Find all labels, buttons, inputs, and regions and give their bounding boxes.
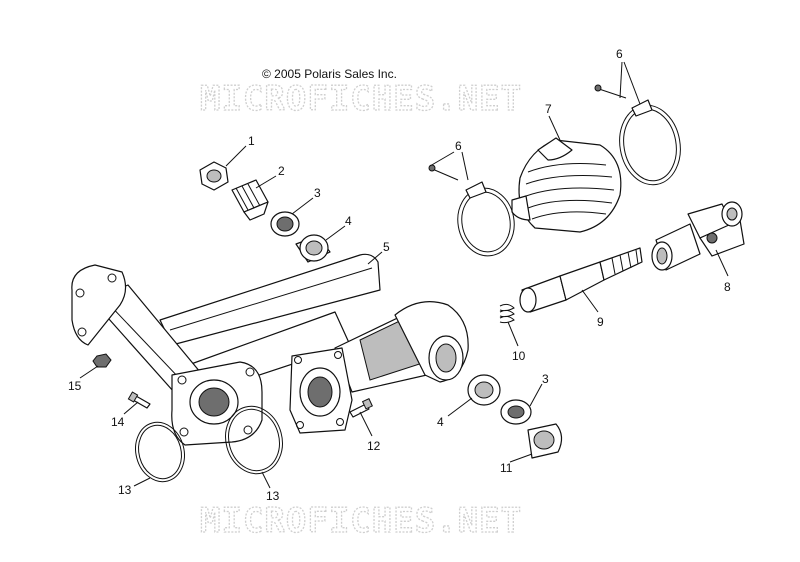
callout-14: 14 [111,415,125,429]
swing-arm-housing [71,253,469,446]
callout-15: 15 [68,379,82,393]
nut-15 [92,353,112,368]
callout-labels: 1 2 3 4 5 6 6 7 8 9 10 11 12 13 13 14 15… [68,47,731,503]
callout-5: 5 [383,240,390,254]
watermark-top: MICROFICHES.NET [200,79,522,119]
bolt-14 [127,391,151,409]
clamp-6-right [594,84,681,186]
bolt-12 [349,398,373,418]
drive-shaft-9 [519,247,643,313]
callout-10: 10 [512,349,526,363]
callout-3-upper: 3 [314,186,321,200]
clamp-6-left [428,164,515,257]
callout-8: 8 [724,280,731,294]
callout-12: 12 [367,439,381,453]
callout-9: 9 [597,315,604,329]
seal-3-lower [500,399,532,425]
bearing-4-upper [295,234,331,263]
plug-11 [527,423,563,459]
callout-2: 2 [278,164,285,178]
callout-13-right: 13 [266,489,280,503]
universal-joint-8 [651,201,745,271]
boot-7 [511,137,622,233]
callout-6-right: 6 [616,47,623,61]
callout-11: 11 [500,461,513,475]
leader-lines [79,61,729,489]
bearing-4-lower [467,374,501,406]
callout-1: 1 [248,134,255,148]
callout-13-left: 13 [118,483,132,497]
watermark-bottom: MICROFICHES.NET [200,501,522,541]
pinion-shaft-2 [231,179,269,221]
nut-1 [199,161,229,191]
callout-7: 7 [545,102,552,116]
spring-10 [499,303,515,324]
o-ring-left [135,421,185,483]
seal-3-upper [270,211,300,237]
callout-6-left: 6 [455,139,462,153]
callout-4-upper: 4 [345,214,352,228]
copyright-notice: © 2005 Polaris Sales Inc. [262,67,397,81]
callout-3-lower: 3 [542,372,549,386]
callout-4-lower: 4 [437,415,444,429]
